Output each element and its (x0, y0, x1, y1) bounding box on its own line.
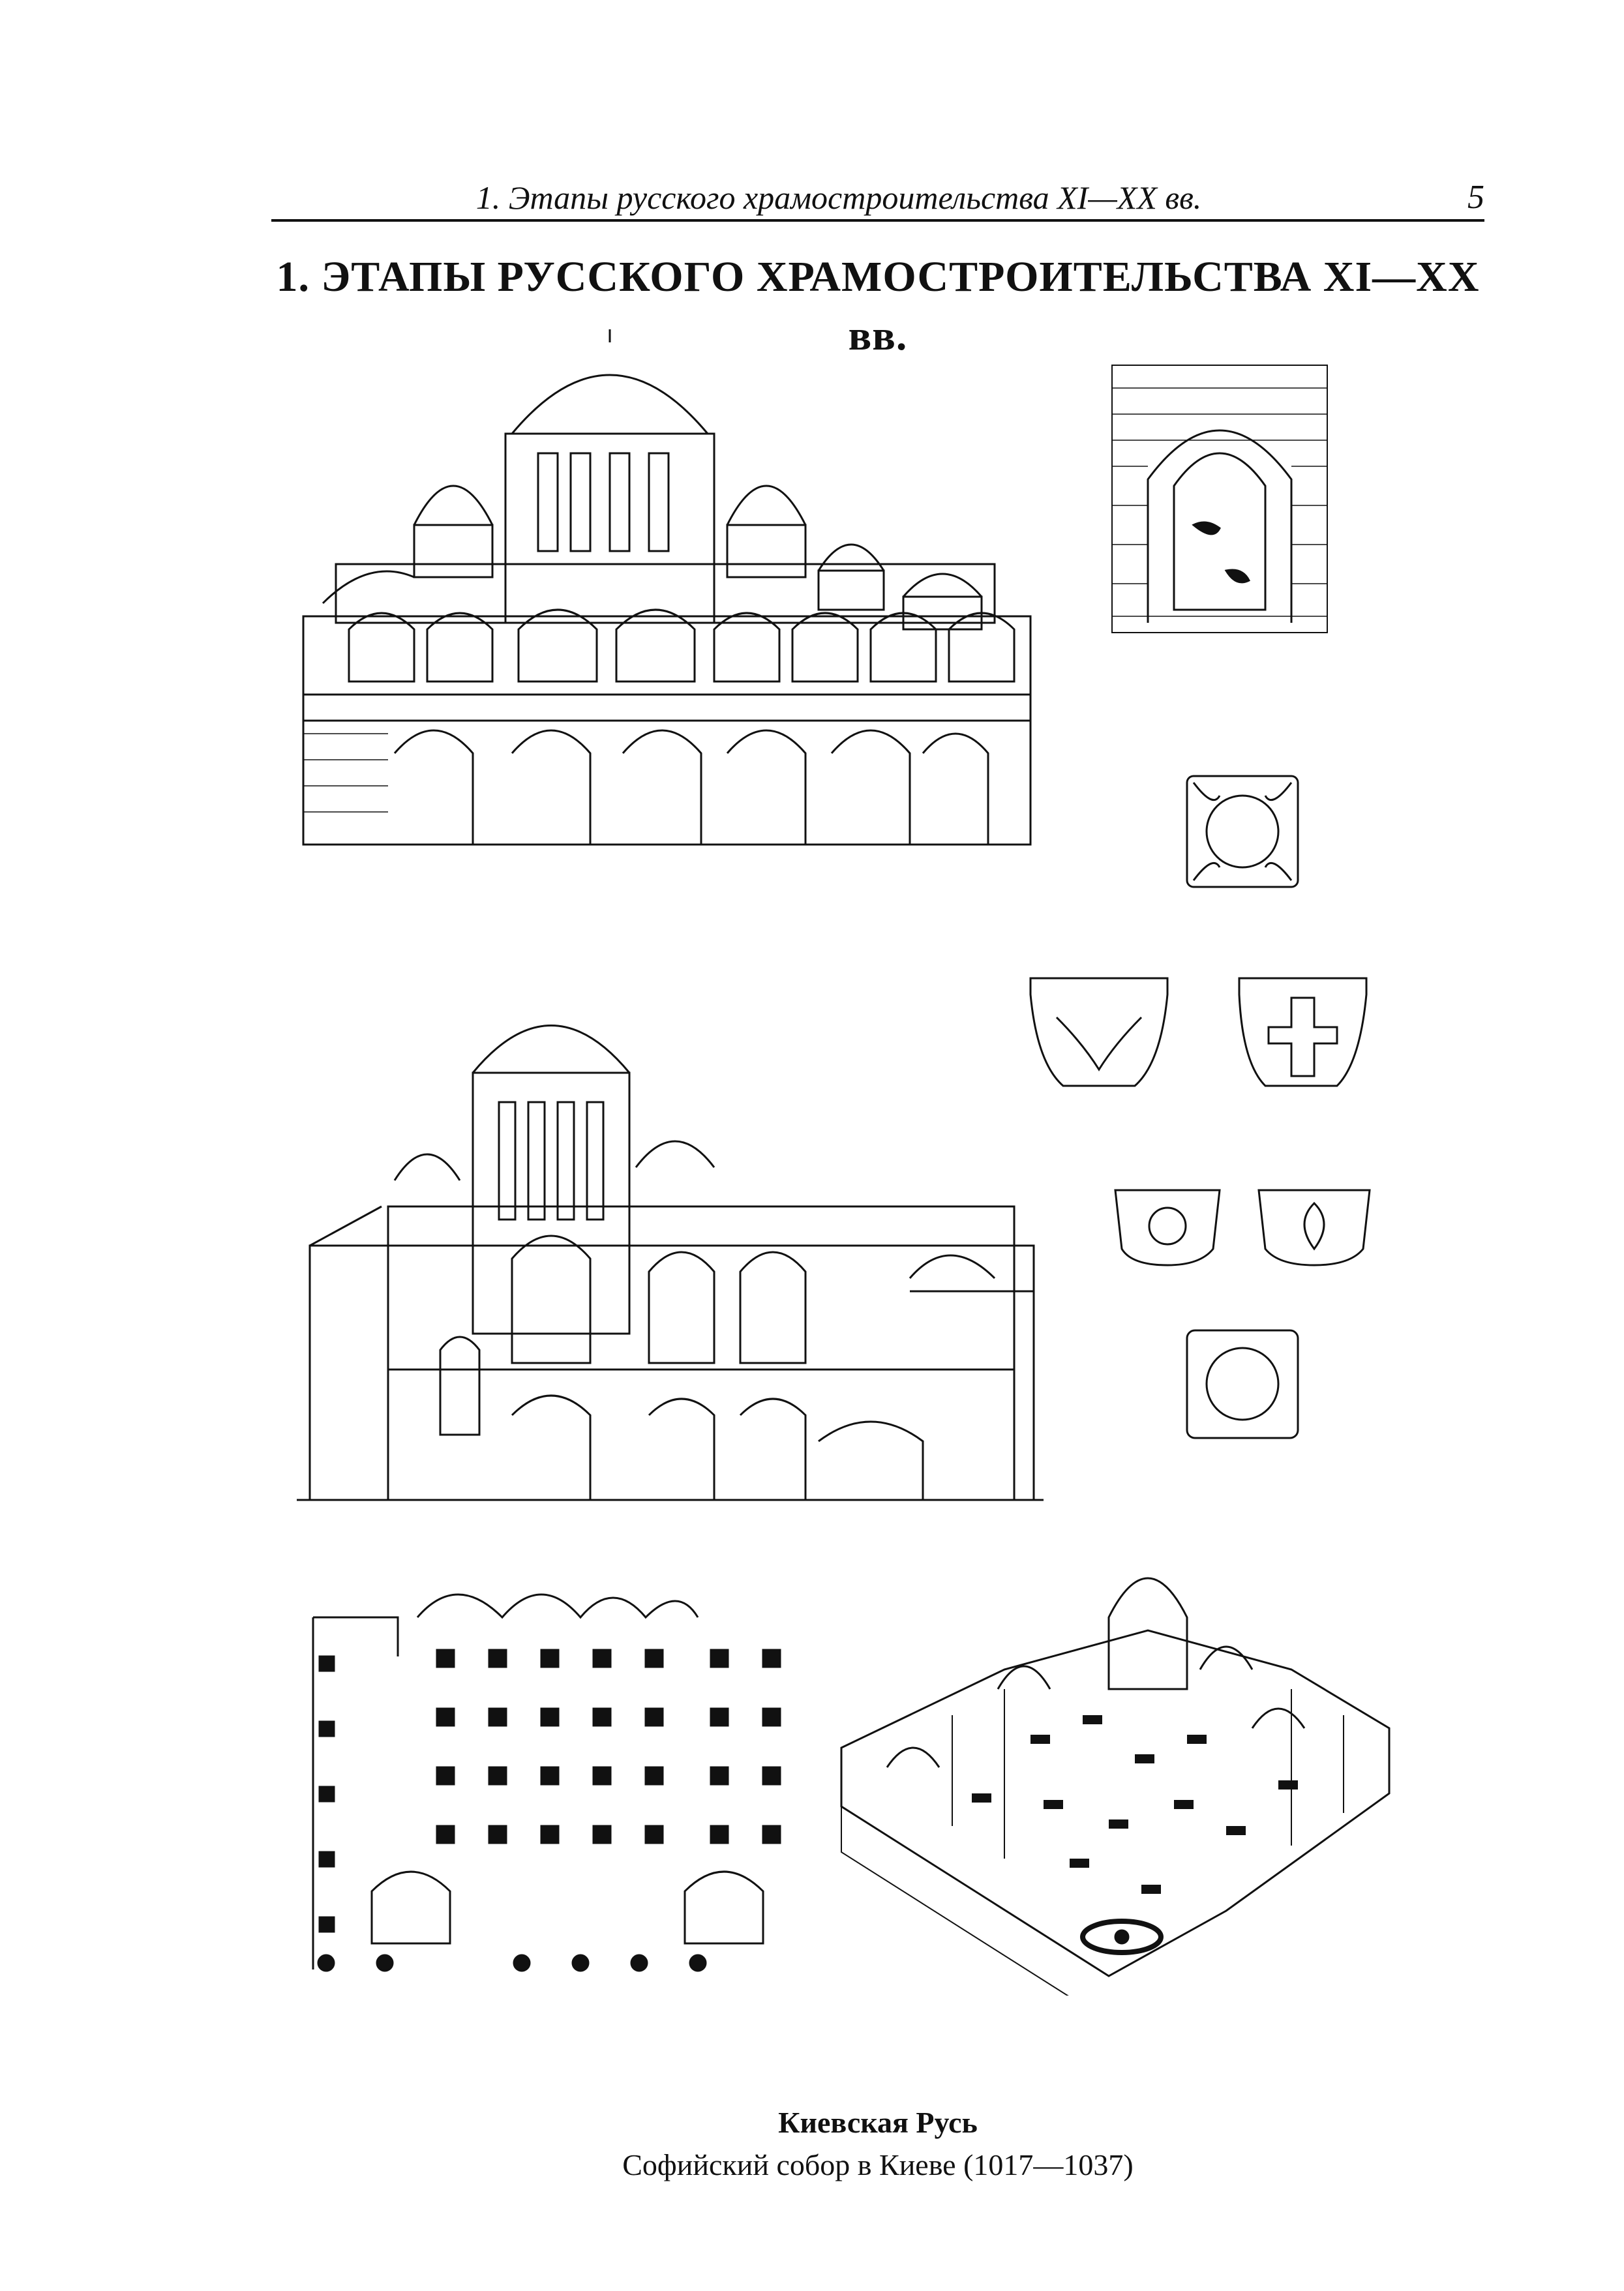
floor-plan (307, 1578, 802, 1983)
caption-title: Киевская Русь (778, 2106, 978, 2139)
running-header: 1. Этапы русского храмостроительства XI—… (271, 175, 1484, 220)
longitudinal-section (297, 985, 1044, 1506)
chapter-title: 1. ЭТАПЫ РУССКОГО ХРАМОСТРОИТЕЛЬСТВА XI—… (276, 253, 1480, 359)
caption-subtitle: Софийский собор в Киеве (1017—1037) (622, 2148, 1134, 2181)
header-rule (271, 219, 1484, 222)
facade-elevation (297, 329, 1037, 851)
running-title: 1. Этапы русского храмостроительства XI—… (475, 179, 1202, 216)
window-detail (1109, 362, 1331, 636)
page-number: 5 (1467, 179, 1484, 216)
axonometric-view (835, 1520, 1396, 1996)
capitals (1017, 770, 1383, 1441)
